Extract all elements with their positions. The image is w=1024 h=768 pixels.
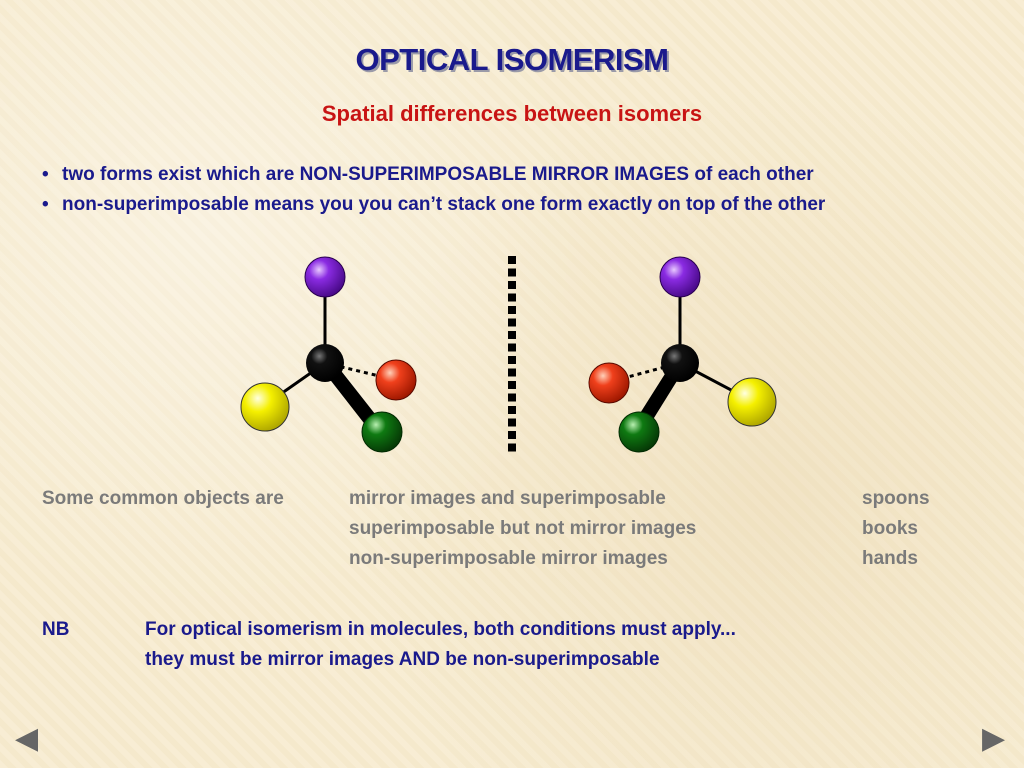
object-property: non-superimposable mirror images <box>349 548 668 569</box>
note-label: NB <box>42 619 70 640</box>
molecule-diagram <box>240 256 777 453</box>
prev-slide-button[interactable]: ◀ <box>15 722 38 756</box>
note-text: For optical isomerism in molecules, both… <box>145 615 736 675</box>
note-line: For optical isomerism in molecules, both… <box>145 619 736 640</box>
object-example: books <box>862 518 918 539</box>
left-molecule <box>240 256 417 453</box>
atom-red <box>588 362 630 404</box>
note-line: they must be mirror images AND be non-su… <box>145 649 660 670</box>
object-property: mirror images and superimposable <box>349 488 666 509</box>
atom-carbon <box>306 344 344 382</box>
object-example: hands <box>862 548 918 569</box>
atom-purple <box>304 256 346 298</box>
atom-yellow <box>240 382 290 432</box>
objects-properties: mirror images and superimposable superim… <box>349 484 696 574</box>
object-example: spoons <box>862 488 930 509</box>
atom-yellow <box>727 377 777 427</box>
prev-arrow-icon: ◀ <box>15 722 39 755</box>
bullet-text: non-superimposable means you you can’t s… <box>62 194 826 215</box>
bullet-dot: • <box>42 194 49 215</box>
atom-green <box>361 411 403 453</box>
slide-title: OPTICAL ISOMERISM <box>355 42 669 77</box>
object-property: superimposable but not mirror images <box>349 518 697 539</box>
right-molecule <box>588 256 777 453</box>
slide-subtitle: Spatial differences between isomers <box>321 101 703 126</box>
objects-examples: spoons books hands <box>862 484 930 574</box>
bullet-item: • non-superimposable means you you can’t … <box>42 190 1002 220</box>
atom-purple <box>659 256 701 298</box>
atom-green <box>618 411 660 453</box>
bullet-list: • two forms exist which are NON-SUPERIMPO… <box>42 160 1002 220</box>
objects-intro: Some common objects are <box>42 488 284 509</box>
atom-red <box>375 359 417 401</box>
bullet-item: • two forms exist which are NON-SUPERIMPO… <box>42 160 1002 190</box>
bullet-dot: • <box>42 164 49 185</box>
next-slide-button[interactable]: ▶ <box>982 722 1005 756</box>
atom-carbon <box>661 344 699 382</box>
bullet-text: two forms exist which are NON-SUPERIMPOS… <box>62 164 814 185</box>
next-arrow-icon: ▶ <box>982 722 1006 755</box>
